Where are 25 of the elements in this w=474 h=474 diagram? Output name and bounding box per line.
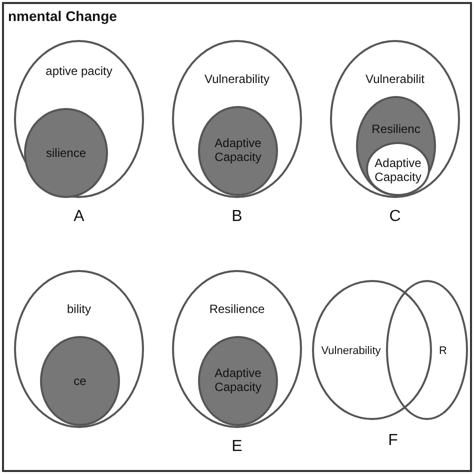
circle-label: ce xyxy=(72,374,88,388)
circle-label: Resilience xyxy=(208,302,266,316)
circle-label: Adaptive Capacity xyxy=(214,366,262,394)
circle-label: Resilienc xyxy=(370,122,422,136)
circle-label: Adaptive Capacity xyxy=(374,156,422,184)
shaded-circle xyxy=(40,336,120,426)
panel-letter: F xyxy=(387,432,399,450)
title: nmental Change xyxy=(8,8,117,24)
circle xyxy=(386,280,468,420)
circle-label: Adaptive Capacity xyxy=(214,136,262,164)
circle-label: R xyxy=(438,344,448,358)
panel-letter: B xyxy=(230,208,244,226)
panel-letter: E xyxy=(230,438,244,456)
circle-label: aptive pacity xyxy=(44,64,114,78)
panel-letter: C xyxy=(388,208,402,226)
shaded-circle xyxy=(356,96,436,196)
circle-label: Vulnerability xyxy=(204,72,270,86)
circle xyxy=(366,142,430,196)
panel-letter: A xyxy=(72,208,86,226)
shaded-circle xyxy=(198,106,278,196)
circle-label: Vulnerabilit xyxy=(364,72,426,86)
circle-label: Vulnerability xyxy=(320,344,382,358)
circle-label: bility xyxy=(66,302,92,316)
shaded-circle xyxy=(198,336,278,426)
circle-label: silience xyxy=(44,146,88,160)
